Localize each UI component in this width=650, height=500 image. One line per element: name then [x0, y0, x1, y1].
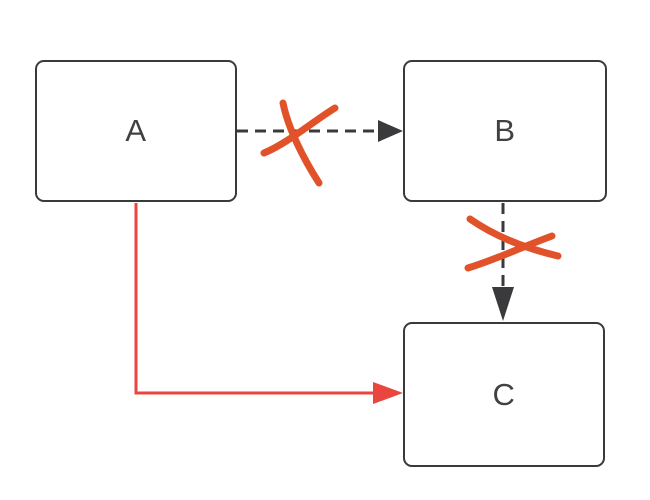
node-b-label: B: [494, 113, 516, 148]
cross-mark-a-to-b-stroke-1: [279, 99, 323, 187]
cross-mark-a-to-b-stroke-2: [260, 104, 339, 157]
edge-a-to-b: [237, 120, 403, 142]
node-a-label: A: [125, 113, 147, 148]
edge-b-to-c-arrowhead-icon: [492, 287, 514, 321]
node-c[interactable]: C: [403, 322, 605, 467]
edge-a-to-c-arrowhead-icon: [373, 382, 403, 404]
node-a[interactable]: A: [35, 60, 237, 202]
edge-a-to-c-line: [134, 203, 374, 395]
edge-b-to-c: [492, 203, 514, 321]
cross-mark-b-to-c-icon: [464, 215, 562, 272]
node-c-label: C: [492, 376, 516, 412]
edge-a-to-c: [134, 203, 403, 404]
cross-mark-b-to-c-stroke-1: [466, 215, 562, 260]
cross-mark-a-to-b-icon: [260, 99, 339, 187]
node-b[interactable]: B: [403, 60, 607, 202]
edge-a-to-b-arrowhead-icon: [378, 120, 403, 142]
cross-mark-b-to-c-stroke-2: [464, 232, 556, 272]
